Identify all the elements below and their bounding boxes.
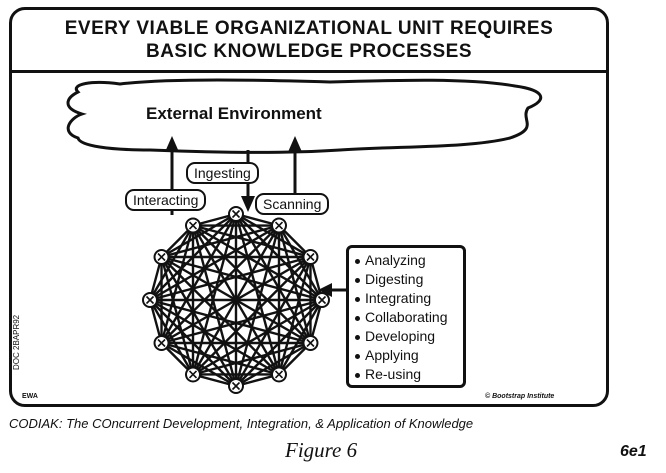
network-link <box>192 224 312 344</box>
process-item: Analyzing <box>355 251 463 270</box>
process-item: Re-using <box>355 365 463 384</box>
network-link <box>149 255 311 302</box>
process-item-label: Re-using <box>365 366 422 382</box>
figure-code: 6e1 <box>620 443 647 460</box>
process-item: Developing <box>355 327 463 346</box>
network-link <box>161 298 323 345</box>
network-link <box>149 298 280 376</box>
node-cross-icon <box>317 295 327 305</box>
bullet-icon <box>355 353 360 359</box>
node-cross-icon <box>188 221 198 230</box>
network-link <box>160 224 280 344</box>
figure-label: Figure 6 <box>285 438 358 462</box>
process-item: Digesting <box>355 270 463 289</box>
bullet-icon <box>355 296 360 302</box>
node-cross-icon <box>157 252 166 262</box>
process-item-label: Integrating <box>365 290 432 306</box>
bullet-icon <box>355 258 360 264</box>
node-network <box>142 206 330 394</box>
process-item-label: Analyzing <box>365 252 426 268</box>
network-link <box>191 213 238 375</box>
network-link <box>191 225 238 387</box>
network-link <box>160 341 237 388</box>
process-list-box: Analyzing Digesting Integrating Collabor… <box>346 245 466 388</box>
bullet-icon <box>355 277 360 283</box>
diagram-frame: EVERY VIABLE ORGANIZATIONAL UNIT REQUIRE… <box>9 7 609 407</box>
network-link <box>160 225 195 344</box>
network-link <box>161 255 323 302</box>
node-cross-icon <box>306 252 315 262</box>
process-item-label: Applying <box>365 347 419 363</box>
footer-right-label: © Bootstrap Institute <box>485 393 555 400</box>
title-line-2: BASIC KNOWLEDGE PROCESSES <box>145 41 473 62</box>
network-link <box>234 213 281 375</box>
process-item-label: Collaborating <box>365 309 448 325</box>
ingesting-label: Ingesting <box>186 162 259 184</box>
node-cross-icon <box>188 370 198 379</box>
node-cross-icon <box>274 221 284 230</box>
process-item: Integrating <box>355 289 463 308</box>
ingesting-arrow-head <box>241 196 255 212</box>
node-cross-icon <box>157 338 166 348</box>
network-link <box>234 225 281 387</box>
network-link <box>192 256 312 376</box>
bullet-icon <box>355 334 360 340</box>
title-line-1: EVERY VIABLE ORGANIZATIONAL UNIT REQUIRE… <box>64 18 554 39</box>
node-cross-icon <box>274 370 284 379</box>
network-link <box>160 256 238 387</box>
process-item-label: Developing <box>365 328 436 344</box>
network-link <box>160 256 195 375</box>
interacting-label: Interacting <box>125 189 207 211</box>
network-link <box>192 224 311 259</box>
network-link <box>149 298 311 345</box>
interacting-arrow-head <box>165 136 179 152</box>
scanning-arrow-head <box>288 136 302 152</box>
process-item: Applying <box>355 346 463 365</box>
footer-left-label: EWA <box>22 393 38 400</box>
network-link <box>148 299 195 376</box>
network-link <box>148 224 195 301</box>
process-arrow-head <box>318 283 332 297</box>
process-item-label: Digesting <box>365 271 424 287</box>
node-cross-icon <box>145 295 155 305</box>
environment-label: External Environment <box>146 104 322 123</box>
bullet-icon <box>355 372 360 378</box>
network-link <box>191 224 281 376</box>
environment-cloud <box>66 78 543 154</box>
node-cross-icon <box>231 381 241 391</box>
title-bar: EVERY VIABLE ORGANIZATIONAL UNIT REQUIRE… <box>12 10 606 73</box>
node-cross-icon <box>306 338 315 348</box>
scanning-label: Scanning <box>255 193 330 215</box>
node-cross-icon <box>231 209 241 219</box>
network-link <box>160 256 280 376</box>
process-item: Collaborating <box>355 308 463 327</box>
figure-caption: CODIAK: The COncurrent Development, Inte… <box>9 416 474 431</box>
bullet-icon <box>355 315 360 321</box>
network-link <box>192 224 323 302</box>
side-doc-label: DOC 2BAPR92 <box>12 314 21 370</box>
